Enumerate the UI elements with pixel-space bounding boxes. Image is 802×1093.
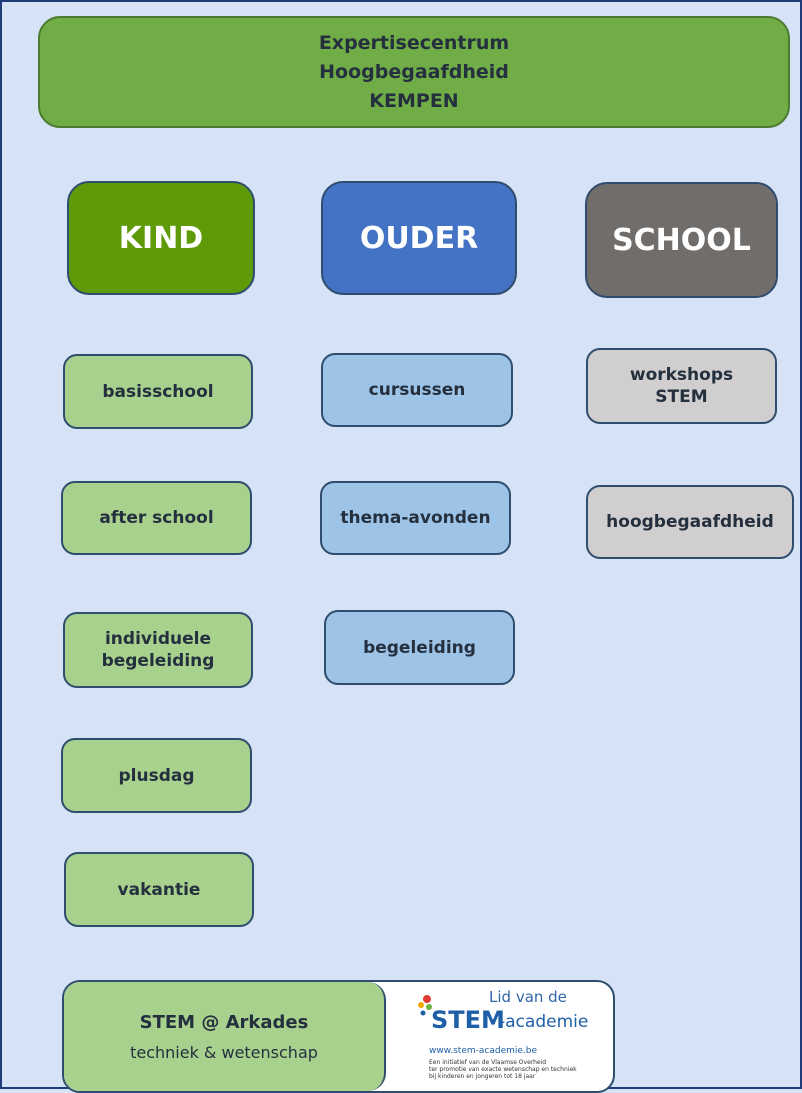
logo-url: www.stem-academie.be [429,1046,538,1056]
stem-arkades-button[interactable]: STEM @ Arkades techniek & wetenschap [64,982,386,1091]
kind-item-vakantie[interactable]: vakantie [64,852,254,927]
item-label: workshops STEM [629,365,734,407]
category-kind-label: KIND [118,220,204,256]
logo-academie-word: -academie [499,1012,589,1032]
kind-item-plusdag[interactable]: plusdag [61,738,252,813]
item-label: cursussen [368,380,466,400]
kind-item-after-school[interactable]: after school [61,481,252,555]
school-item-hoogbegaafdheid[interactable]: hoogbegaafdheid [586,485,794,559]
logo-lid-van-de: Lid van de [489,988,567,1006]
category-ouder-label: OUDER [359,220,479,256]
ouder-item-thema-avonden[interactable]: thema-avonden [320,481,511,555]
category-school-button[interactable]: SCHOOL [585,182,778,298]
logo-stem-word: STEM [431,1006,505,1034]
item-label: thema-avonden [340,508,491,528]
logo-description: Een initiatief van de Vlaamse Overheid t… [429,1059,577,1080]
stem-logo-dots-icon [418,995,432,1016]
school-item-workshops-stem[interactable]: workshops STEM [586,348,777,424]
stem-arkades-subtitle: techniek & wetenschap [130,1042,318,1062]
ouder-item-cursussen[interactable]: cursussen [321,353,513,427]
item-label: individuele begeleiding [101,629,215,671]
item-label: vakantie [117,879,201,900]
header-banner: Expertisecentrum Hoogbegaafdheid KEMPEN [38,16,790,128]
category-school-label: SCHOOL [612,222,751,258]
kind-item-individuele-begeleiding[interactable]: individuele begeleiding [63,612,253,688]
item-label: after school [99,508,214,528]
item-label: plusdag [118,765,195,786]
stem-arkades-title: STEM @ Arkades [139,1011,309,1033]
item-label: hoogbegaafdheid [606,512,774,532]
kind-item-basisschool[interactable]: basisschool [63,354,253,429]
category-kind-button[interactable]: KIND [67,181,255,295]
stem-arkades-card[interactable]: STEM @ Arkades techniek & wetenschap Lid… [62,980,615,1093]
stem-academie-logo[interactable]: Lid van de STEM -academie www.stem-acade… [409,988,609,1088]
item-label: basisschool [102,381,214,402]
header-title: Expertisecentrum Hoogbegaafdheid KEMPEN [318,31,510,112]
ouder-item-begeleiding[interactable]: begeleiding [324,610,515,685]
item-label: begeleiding [363,637,476,658]
category-ouder-button[interactable]: OUDER [321,181,517,295]
